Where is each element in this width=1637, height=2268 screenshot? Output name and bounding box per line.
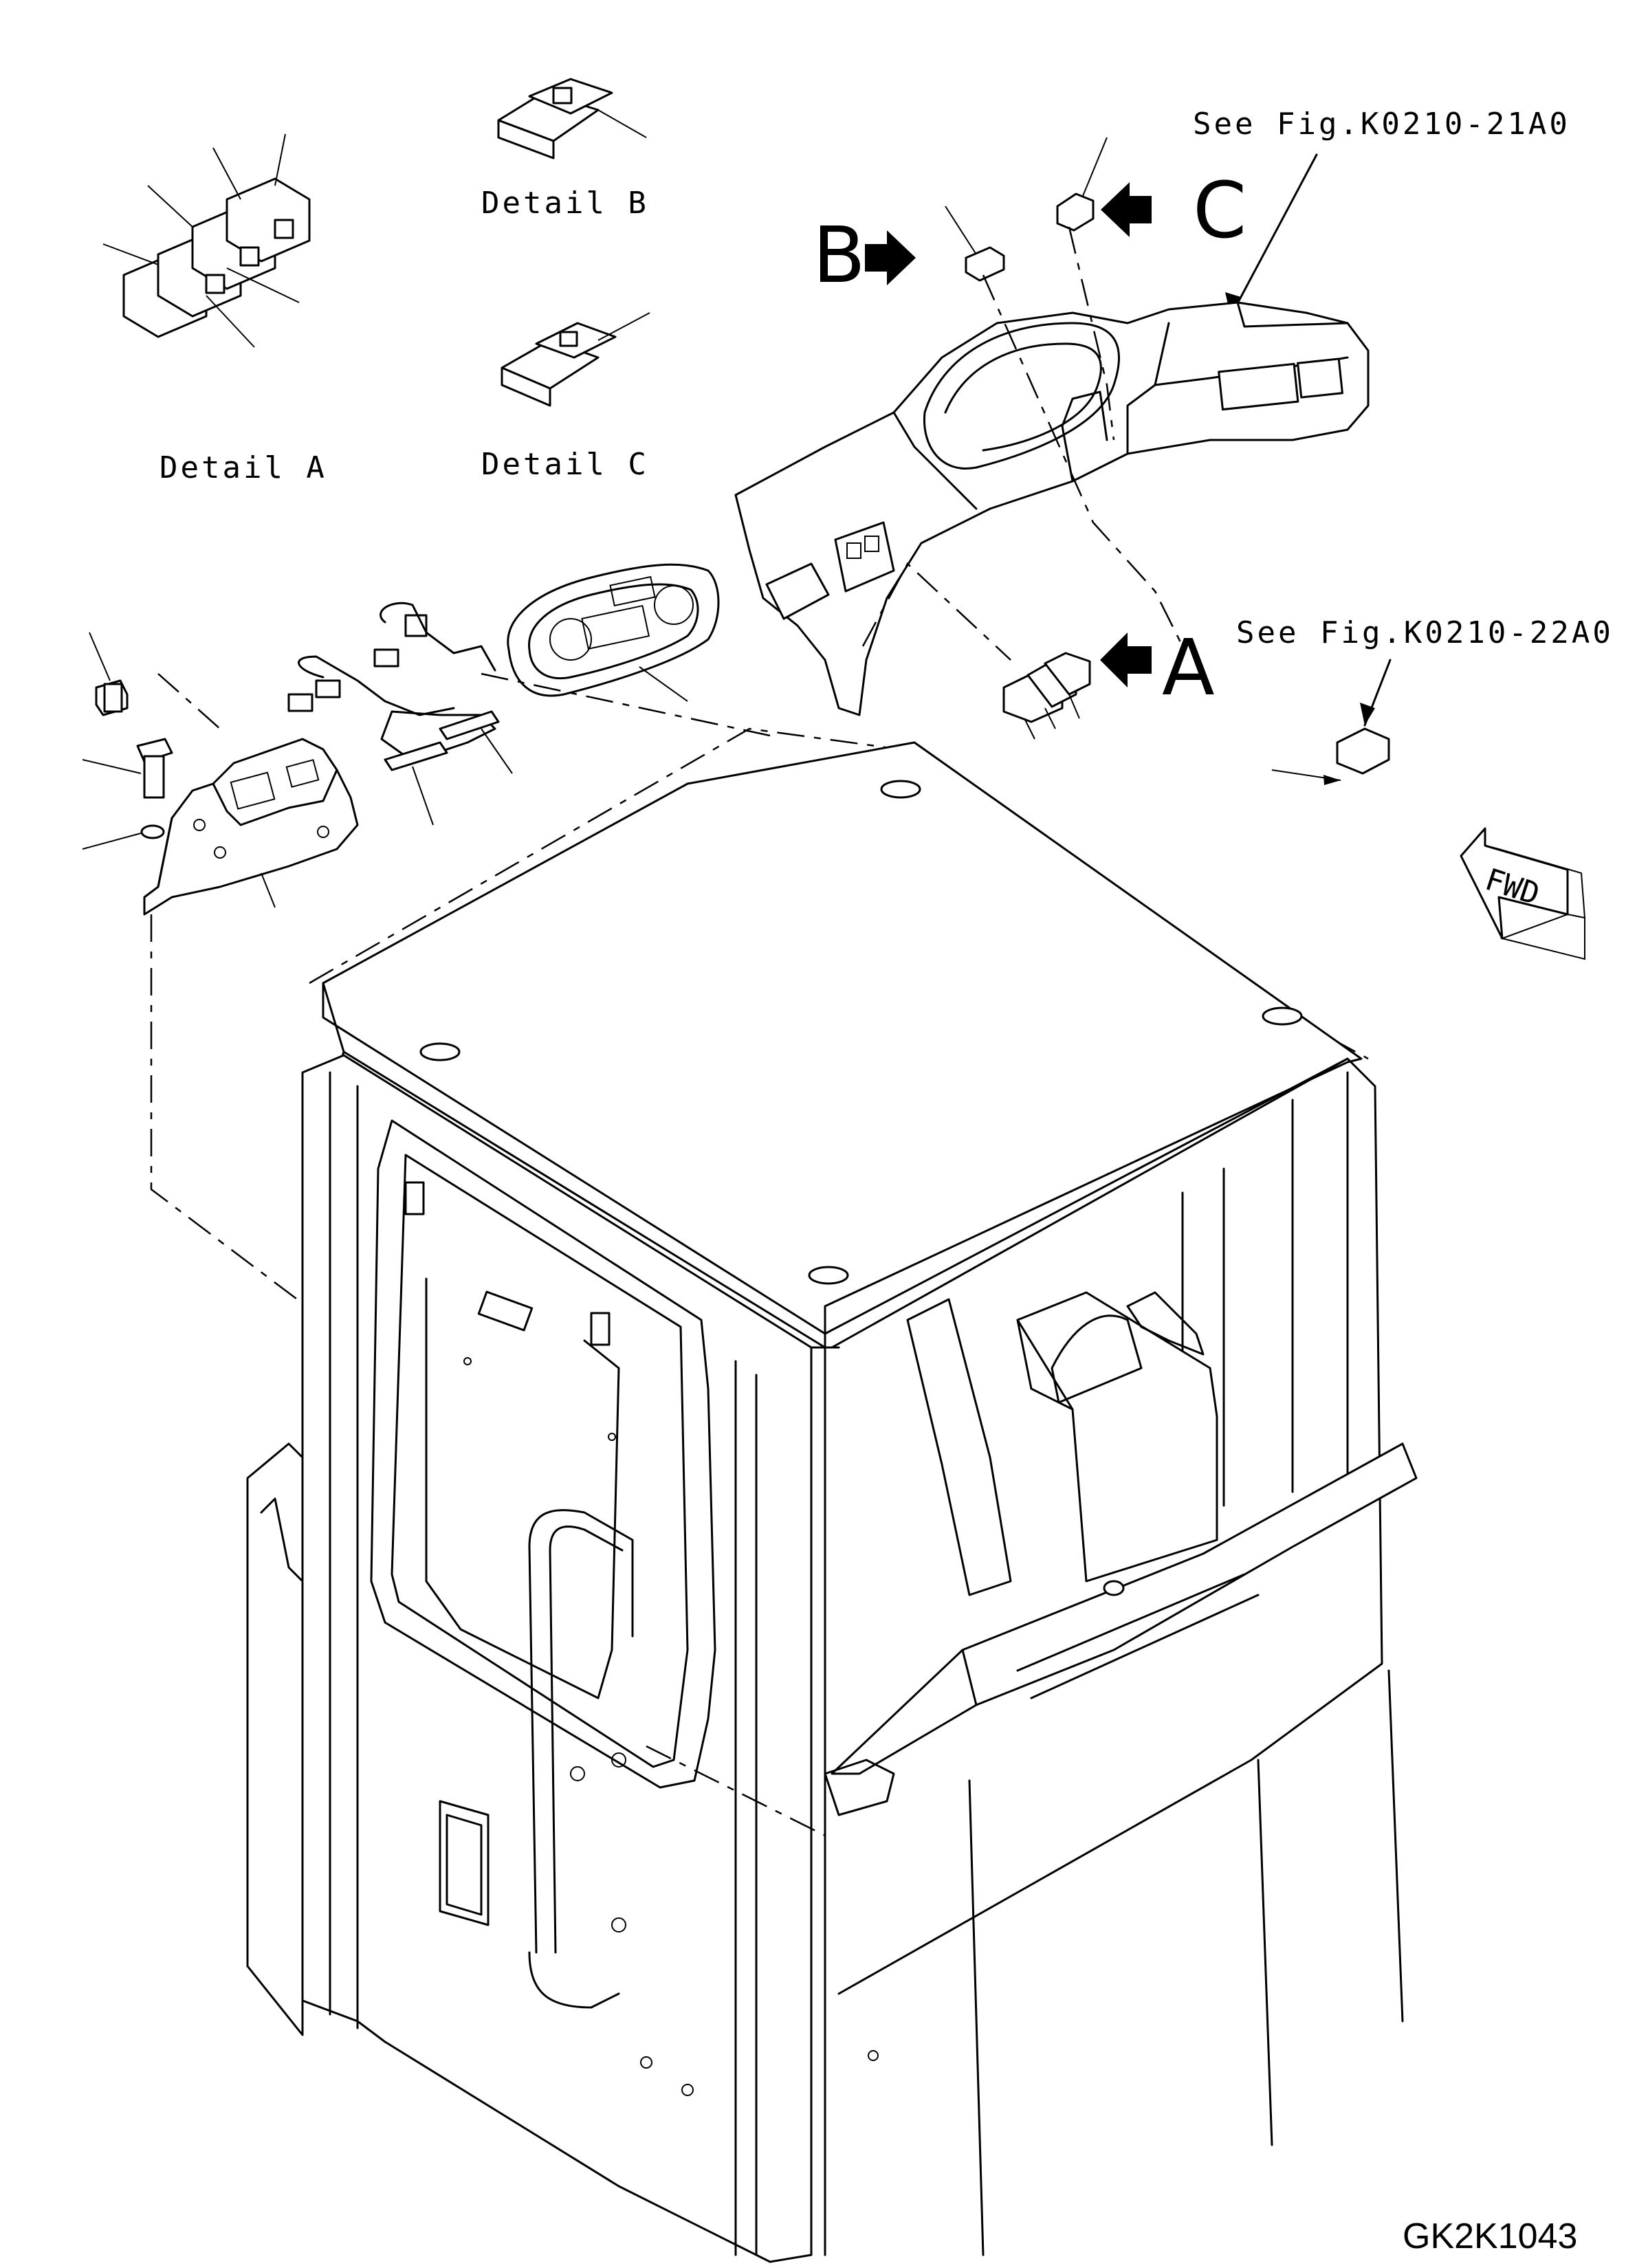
see-fig-21-leader: [1229, 153, 1318, 318]
detail-a-label: Detail A: [160, 450, 327, 485]
switch-b-part: [945, 206, 1005, 282]
wiring-harness: [287, 602, 513, 826]
callout-a-arrow: [1100, 632, 1152, 687]
bolt-lower: [82, 738, 173, 850]
detail-c-switch: [501, 312, 650, 407]
dashboard-panel: [734, 301, 1370, 716]
monitor-bracket: [143, 738, 359, 916]
callout-b-arrow: [865, 230, 916, 285]
detail-c-label: Detail C: [481, 447, 649, 482]
monitor-cluster: [507, 563, 720, 702]
switch-a-cluster-part: [1002, 652, 1091, 740]
bolt-upper: [89, 632, 129, 716]
callout-b-letter: B: [813, 211, 866, 300]
switch-c-part: [1056, 137, 1108, 232]
see-fig-22-arrowhead: [1360, 703, 1375, 725]
drawing-code: GK2K1043: [1403, 2216, 1577, 2256]
cab-body: [246, 727, 1418, 2263]
detail-b-label: Detail B: [481, 186, 649, 221]
callout-c-arrow: [1101, 182, 1152, 237]
leader-lines: [150, 226, 1184, 1548]
detail-a-switch-cluster: [102, 133, 311, 348]
callout-a-letter: A: [1162, 624, 1215, 713]
callout-c-letter: C: [1193, 166, 1246, 256]
forward-arrow: FWD: [1460, 827, 1585, 960]
see-fig-22-note: See Fig.K0210-22A0: [1236, 615, 1614, 650]
see-fig-21-note: See Fig.K0210-21A0: [1193, 107, 1570, 142]
detail-b-switch: [497, 78, 647, 159]
switch-fig22-part: [1271, 727, 1390, 785]
